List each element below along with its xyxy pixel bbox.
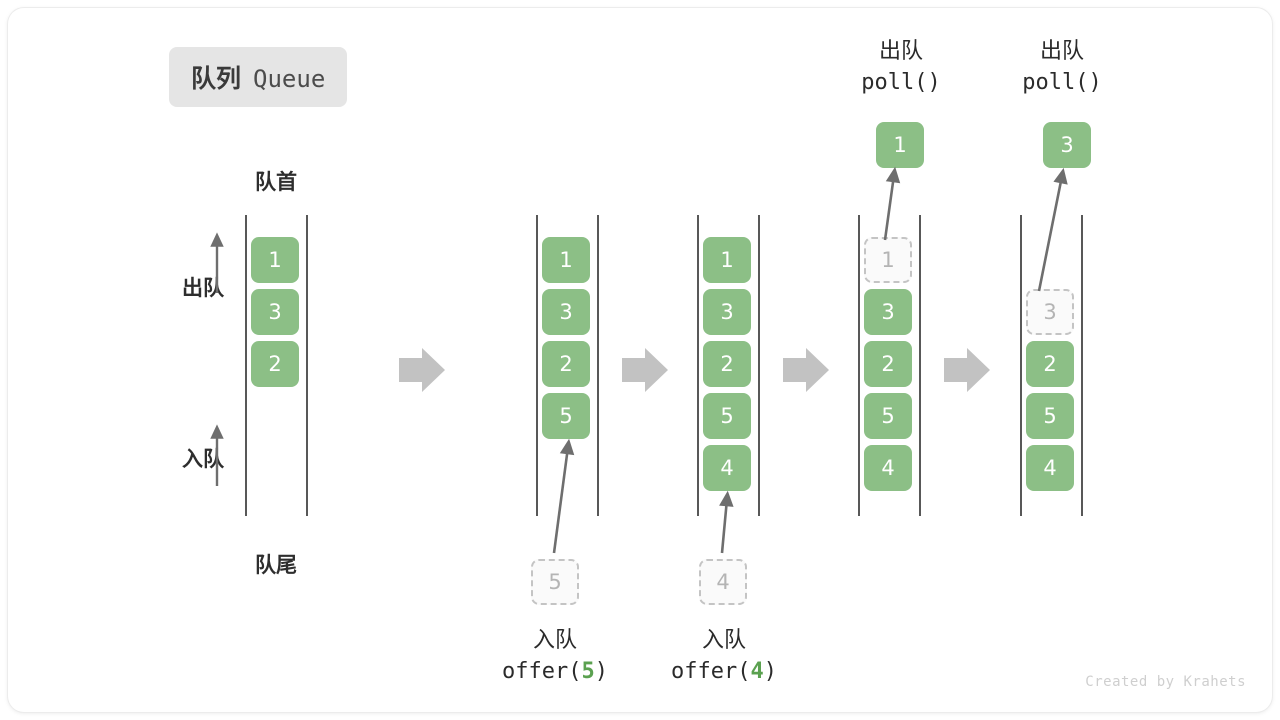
queue-rail-left-col2: [536, 215, 538, 516]
step-arrow-1: [399, 348, 445, 392]
offer-5-caption: 入队 offer(5): [455, 625, 655, 687]
step-arrow-3: [783, 348, 829, 392]
offer-5-arrow: [552, 438, 575, 554]
diagram-title-badge: 队列 Queue: [169, 47, 348, 107]
queue-cell: 5: [703, 393, 751, 439]
queue-rail-left-col3: [697, 215, 699, 516]
offer-5-caption-code: offer(5): [502, 659, 608, 685]
queue-cell: 1: [542, 237, 590, 283]
queue-cell: 2: [542, 341, 590, 387]
poll-3-caption-zh: 出队: [1039, 39, 1084, 64]
queue-rail-right-col5: [1081, 215, 1083, 516]
poll-1-caption: 出队 poll(): [801, 36, 1001, 98]
title-english: Queue: [253, 65, 326, 93]
queue-rail-right-col1: [306, 215, 308, 516]
queue-cell-vacated: 1: [864, 237, 912, 283]
queue-cell: 1: [251, 237, 299, 283]
diagram-card: 队列 Queue 队首 队尾 出队 入队 1 3 2 1 3 2 5 5 入队 …: [8, 8, 1272, 712]
queue-cell: 1: [703, 237, 751, 283]
poll-1-arrow: [883, 166, 901, 241]
queue-cell-vacated: 3: [1026, 289, 1074, 335]
queue-cell: 4: [864, 445, 912, 491]
poll-3-caption-code: poll(): [1022, 70, 1102, 96]
queue-rail-left-col1: [245, 215, 247, 516]
poll-1-caption-zh: 出队: [878, 39, 923, 64]
queue-cell: 5: [1026, 393, 1074, 439]
offer-4-caption-code: offer(4): [671, 659, 777, 685]
enqueue-side-label: 入队: [182, 447, 224, 471]
poll-3-caption: 出队 poll(): [962, 36, 1162, 98]
polled-cell: 1: [876, 122, 924, 168]
step-arrow-4: [944, 348, 990, 392]
offer-4-arrow: [719, 490, 734, 554]
queue-rail-left-col5: [1020, 215, 1022, 516]
queue-rail-right-col3: [758, 215, 760, 516]
queue-cell: 3: [251, 289, 299, 335]
polled-cell: 3: [1043, 122, 1091, 168]
step-arrow-2: [622, 348, 668, 392]
queue-cell: 2: [1026, 341, 1074, 387]
queue-rail-left-col4: [858, 215, 860, 516]
title-chinese: 队列: [191, 64, 242, 93]
queue-tail-label: 队尾: [255, 553, 297, 577]
queue-cell: 2: [251, 341, 299, 387]
queue-cell: 5: [864, 393, 912, 439]
queue-cell: 2: [864, 341, 912, 387]
incoming-ghost-cell: 5: [531, 559, 579, 605]
queue-rail-right-col2: [597, 215, 599, 516]
incoming-ghost-cell: 4: [699, 559, 747, 605]
queue-head-label: 队首: [255, 170, 297, 194]
queue-cell: 5: [542, 393, 590, 439]
poll-1-caption-code: poll(): [861, 70, 941, 96]
queue-cell: 2: [703, 341, 751, 387]
offer-4-caption: 入队 offer(4): [624, 625, 824, 687]
queue-cell: 4: [703, 445, 751, 491]
offer-5-caption-zh: 入队: [532, 628, 577, 653]
watermark-credit: Created by Krahets: [1085, 674, 1246, 690]
queue-cell: 3: [542, 289, 590, 335]
queue-rail-right-col4: [919, 215, 921, 516]
offer-4-caption-zh: 入队: [701, 628, 746, 653]
queue-cell: 3: [864, 289, 912, 335]
dequeue-side-label: 出队: [182, 276, 224, 300]
queue-cell: 4: [1026, 445, 1074, 491]
poll-3-arrow: [1037, 167, 1068, 292]
queue-cell: 3: [703, 289, 751, 335]
